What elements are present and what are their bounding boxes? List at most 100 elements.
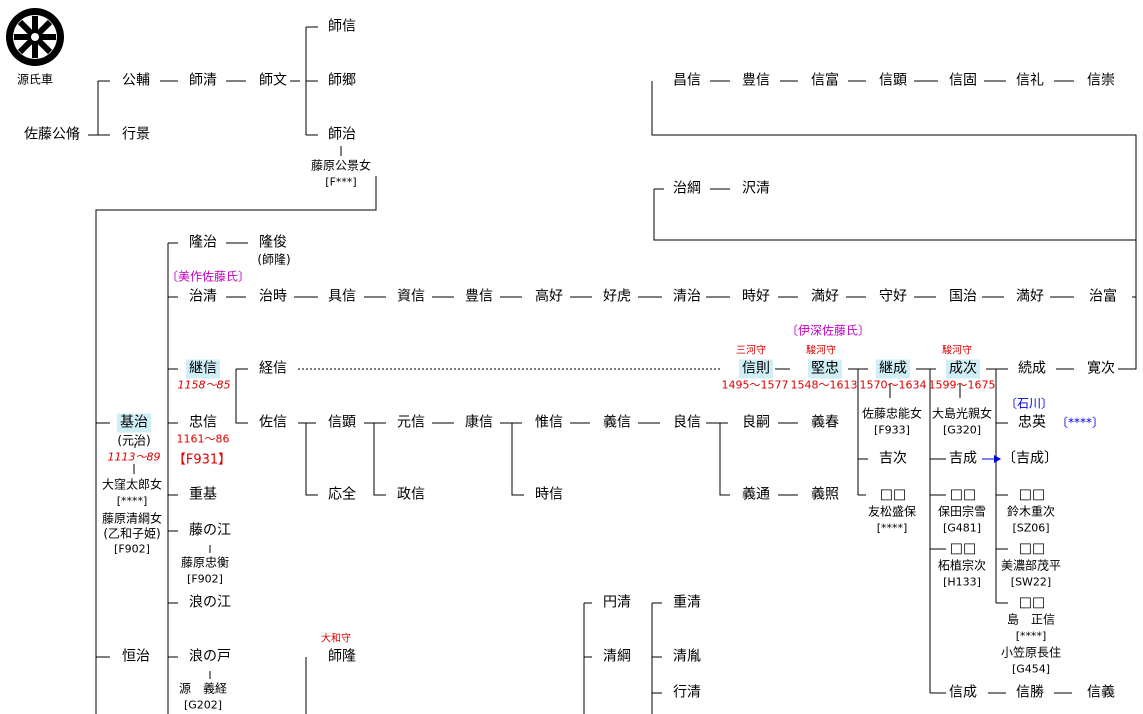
person-masanobu: 昌信: [673, 72, 701, 89]
person-mitsuyoshi-b: 満好: [1016, 288, 1044, 305]
note-kinkage-ref: [F***]: [325, 175, 357, 189]
note-sato-ref: [F933]: [874, 423, 910, 437]
label-isaku: 〔伊深佐藤氏〕: [785, 323, 871, 338]
note-shima: 島 正信: [1006, 612, 1056, 627]
person-toyonobu-a: 豊信: [465, 288, 493, 305]
note-tsugunari-years: 1570〜1634: [859, 378, 927, 392]
person-kuniharu: 国治: [949, 288, 977, 305]
person-motonobu: 元信: [397, 414, 425, 431]
person-kiyotsuna: 清綱: [603, 648, 631, 665]
person-tomonobu: 具信: [328, 288, 356, 305]
person-naminoto: 浪の戸: [189, 648, 231, 665]
note-nobunori-years: 1495〜1577: [721, 378, 789, 392]
person-yoshiharu: 義春: [811, 414, 839, 431]
note-kashiue: 柘植宗次: [937, 558, 987, 573]
note-otowa-ref: [F902]: [114, 542, 150, 556]
person-moronobu: 師信: [328, 18, 356, 35]
person-yoshiteru: 義照: [811, 486, 839, 503]
person-box-5: □□: [1018, 540, 1046, 557]
person-nobutaka: 信崇: [1087, 72, 1115, 89]
note-kashiue-ref: [H133]: [943, 575, 981, 589]
person-morosato: 師郷: [328, 72, 356, 89]
note-fujiwara-ref: [F902]: [187, 572, 223, 586]
note-minamoto-ref: [G202]: [183, 698, 223, 712]
person-shigekiyo: 重清: [673, 594, 701, 611]
note-moro: (師隆): [257, 252, 291, 267]
note-tomomatsu-ref: [****]: [876, 521, 908, 535]
note-kinkage: 藤原公景女: [310, 158, 372, 173]
person-yoshitora: 好虎: [603, 288, 631, 305]
person-tsugunari: 継成: [876, 359, 910, 379]
note-motoharu-alias: (元治): [117, 433, 151, 448]
person-sawakiyo: 沢清: [742, 180, 770, 197]
person-yoshinobu: 義信: [603, 414, 631, 431]
note-motoharu-years: 1113〜89: [107, 450, 161, 464]
note-ookubo-ref: [****]: [116, 494, 148, 508]
person-morokiyo: 師清: [189, 72, 217, 89]
person-moriyoshi: 守好: [879, 288, 907, 305]
person-harutoki: 治時: [259, 288, 287, 305]
person-nobukatsu: 信勝: [1016, 684, 1044, 701]
person-tokiyoshi: 時好: [742, 288, 770, 305]
person-yoshinobu2: 良信: [673, 414, 701, 431]
note-minobe-ref: [SW22]: [1010, 575, 1052, 589]
note-suruga-1: 駿河守: [806, 345, 836, 357]
person-tsuneharu: 恒治: [122, 648, 150, 665]
person-motoharu: 基治: [117, 413, 151, 433]
note-mikawa: 三河守: [736, 345, 766, 357]
note-suzuki-ref: [SZ06]: [1012, 521, 1050, 535]
note-suruga-2: 駿河守: [942, 345, 972, 357]
person-nobuaki2: 信顕: [328, 414, 356, 431]
person-haruki: 治清: [189, 288, 217, 305]
person-box-2: □□: [949, 486, 977, 503]
person-moroharu: 師治: [328, 126, 356, 143]
person-tokinobu: 時信: [535, 486, 563, 503]
person-enkiyo: 円清: [603, 594, 631, 611]
person-korenobu: 惟信: [535, 414, 563, 431]
note-otowa: (乙和子姫): [103, 526, 161, 541]
person-kiyotaka: 清胤: [673, 648, 701, 665]
person-nobukata: 信固: [949, 72, 977, 89]
person-morofumi: 師文: [259, 72, 287, 89]
note-sato-tadayoshi: 佐藤忠能女: [861, 406, 923, 421]
person-kiyoharu: 清治: [673, 288, 701, 305]
person-nobutomi: 信富: [811, 72, 839, 89]
person-yoshitsugu2: 吉次: [879, 450, 907, 467]
note-hota-ref: [G481]: [942, 521, 982, 535]
person-yukikiyo: 行清: [673, 684, 701, 701]
person-takaharu: 隆治: [189, 234, 217, 251]
note-oshima-ref: [G320]: [942, 423, 982, 437]
note-ogasawara: 小笠原長住: [1000, 645, 1062, 660]
person-nobuhiro: 信礼: [1016, 72, 1044, 89]
person-tadahide: 忠英: [1018, 414, 1046, 431]
person-naminoe: 浪の江: [189, 594, 231, 611]
note-tsugunobu-years: 1158〜85: [177, 378, 231, 392]
person-naritsugu: 成次: [946, 359, 980, 379]
person-tadanobu: 忠信: [189, 414, 217, 431]
person-box-6: □□: [1018, 594, 1046, 611]
person-sukenobu: 資信: [397, 288, 425, 305]
note-katatada-years: 1548〜1613: [790, 378, 858, 392]
person-sato-kinsuke: 佐藤公脩: [24, 126, 80, 143]
note-fujiwara-tadahira: 藤原忠衡: [180, 555, 230, 570]
person-yoshitsugu: 良嗣: [742, 414, 770, 431]
note-tomomatsu: 友松盛保: [867, 504, 917, 519]
person-morotaka: 師隆: [328, 648, 356, 665]
person-tsugunobu: 継信: [186, 359, 220, 379]
person-shigemoto: 重基: [189, 486, 217, 503]
person-mitsuyoshi-a: 満好: [811, 288, 839, 305]
note-naritsugu-years: 1599〜1675: [928, 378, 996, 392]
person-yoshimichi: 義通: [742, 486, 770, 503]
note-yamato: 大和守: [321, 633, 351, 645]
note-hota: 保田宗雪: [937, 504, 987, 519]
person-toyonobu-b: 豊信: [742, 72, 770, 89]
label-mimasaka: 〔美作佐藤氏〕: [165, 269, 251, 284]
person-fujinoe: 藤の江: [189, 522, 231, 539]
person-nobunori: 信則: [739, 359, 773, 379]
genji-wheel-crest-icon: [6, 8, 64, 66]
person-takayoshi: 高好: [535, 288, 563, 305]
person-katatada: 堅忠: [808, 359, 842, 379]
person-box-3: □□: [949, 540, 977, 557]
person-nobunari: 信成: [949, 684, 977, 701]
